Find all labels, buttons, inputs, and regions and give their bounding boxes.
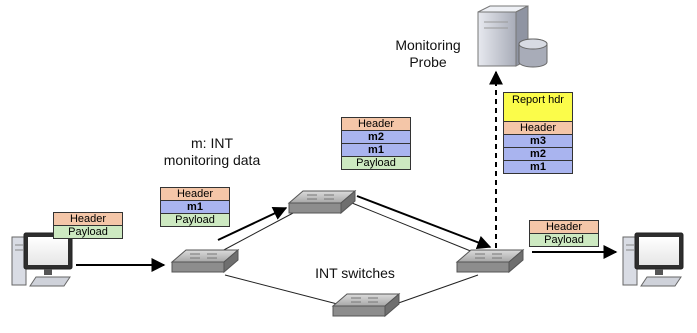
switch-icon xyxy=(455,248,525,274)
server-icon xyxy=(477,5,548,68)
flow-arrow-s1-s2 xyxy=(217,207,288,241)
link-s1-s2 xyxy=(219,211,296,253)
switch-icon xyxy=(331,292,401,318)
packet-field-m: m1 xyxy=(342,143,410,156)
packet-field-hdr: Header xyxy=(161,188,229,200)
packet-field-m: m3 xyxy=(504,134,572,147)
packet-field-hdr: Header xyxy=(530,221,598,233)
network-links xyxy=(219,202,479,307)
packet-field-pay: Payload xyxy=(342,156,410,169)
probe-label: Monitoring Probe xyxy=(395,37,461,70)
link-s2-s4 xyxy=(351,202,479,255)
packet-field-rep: Report hdr xyxy=(504,93,572,121)
packet-field-pay: Payload xyxy=(54,225,122,238)
packet-field-m: m1 xyxy=(161,200,229,213)
computer-icon xyxy=(11,232,73,287)
switch-icon xyxy=(287,189,357,215)
packet-field-hdr: Header xyxy=(504,121,572,134)
computer-icon xyxy=(622,232,684,287)
packet-field-hdr: Header xyxy=(342,118,410,130)
packet-field-m: m1 xyxy=(504,160,572,173)
legend-label: m: INT monitoring data xyxy=(163,135,261,168)
switch-icon xyxy=(170,248,240,274)
flow-arrow-s2-s4 xyxy=(356,195,492,250)
packet-field-m: m2 xyxy=(342,130,410,143)
link-s3-s4 xyxy=(389,274,479,307)
packet-flow xyxy=(76,70,618,272)
packet-field-pay: Payload xyxy=(161,213,229,226)
switches-label: INT switches xyxy=(315,265,395,281)
packet-field-m: m2 xyxy=(504,147,572,160)
packet-field-hdr: Header xyxy=(54,213,122,225)
packet-field-pay: Payload xyxy=(530,233,598,246)
link-s1-s3 xyxy=(224,274,346,307)
